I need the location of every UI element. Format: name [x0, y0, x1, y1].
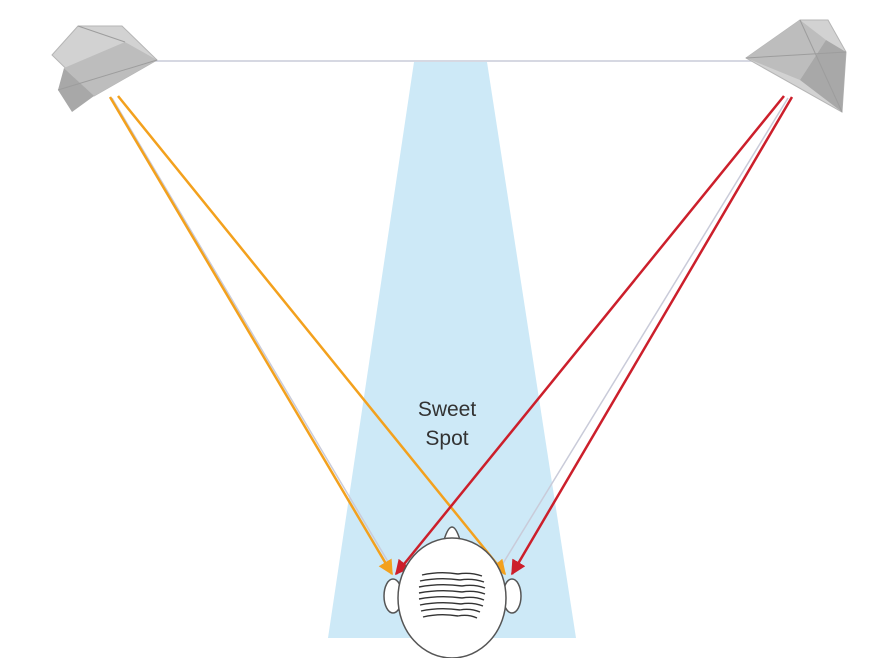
right-speaker-icon [745, 19, 847, 113]
left-speaker-ray-to-left-ear [108, 96, 394, 576]
sweet-spot-zone [328, 62, 576, 638]
sweet-spot-label-line-2: Spot [425, 427, 468, 450]
sweet-spot-label-line-1: Sweet [418, 398, 477, 421]
hair-lines [418, 572, 486, 619]
listener-head-icon [383, 526, 522, 658]
left-direct-path-line [111, 97, 391, 566]
left-speaker-ray-to-right-ear [117, 95, 506, 576]
right-direct-path-line [501, 97, 789, 566]
right-speaker-ray-to-left-ear [395, 95, 785, 576]
left-speaker-icon [51, 25, 158, 112]
right-speaker-ray-to-right-ear [510, 96, 794, 576]
